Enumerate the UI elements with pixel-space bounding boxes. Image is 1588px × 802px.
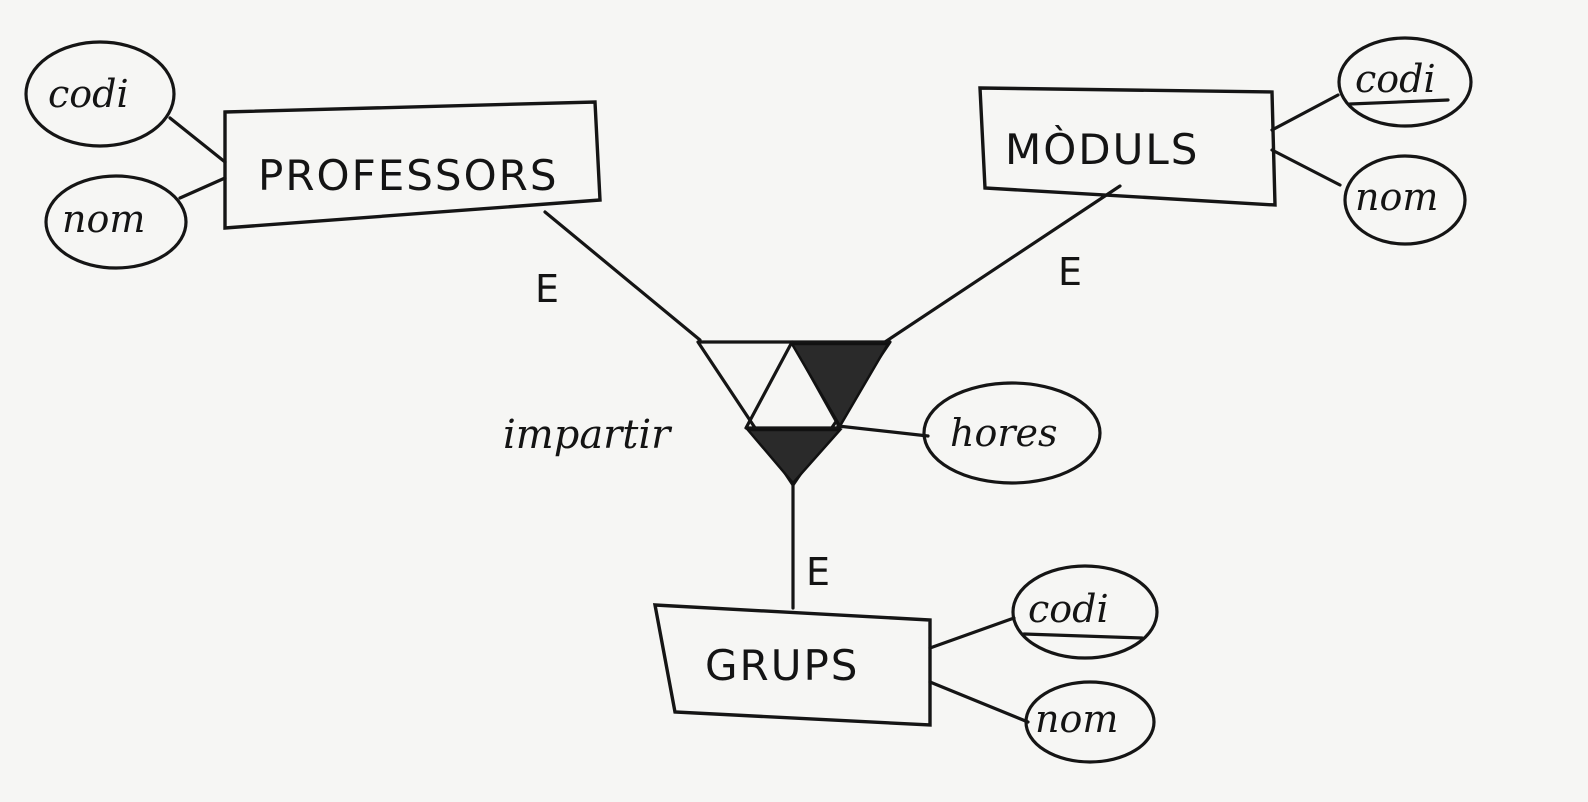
attribute-link <box>928 616 1016 650</box>
entity-grups-box <box>652 603 932 727</box>
attribute-label: nom <box>1035 697 1118 741</box>
relationship-link-moduls <box>883 184 1122 344</box>
attribute-link <box>178 176 227 200</box>
attribute-link <box>836 424 930 438</box>
attribute-grups-codi: codi <box>1011 564 1159 660</box>
attribute-professors-codi: codi <box>24 40 176 148</box>
relationship-impartir: impartir <box>503 184 1122 610</box>
entity-moduls-label: MÒDULS <box>1005 124 1199 174</box>
attribute-label: hores <box>950 411 1058 455</box>
attribute-ellipse <box>1343 154 1467 246</box>
attribute-ellipse <box>44 174 188 270</box>
hatched-corner-grups <box>745 428 843 485</box>
attribute-grups-nom: nom <box>1024 680 1156 764</box>
attribute-relationship-hores: hores <box>922 381 1102 485</box>
entity-moduls: MÒDULS <box>978 86 1277 207</box>
attribute-moduls-nom: nom <box>1343 154 1467 246</box>
primary-key-underline <box>1022 632 1144 640</box>
entity-moduls-box <box>978 86 1277 207</box>
entity-grups-label: GRUPS <box>705 641 859 690</box>
attribute-link <box>1270 148 1342 187</box>
entity-professors-box <box>223 100 602 230</box>
attribute-professors-nom: nom <box>44 174 188 270</box>
attribute-ellipse <box>922 381 1102 485</box>
attribute-link <box>168 116 227 164</box>
attribute-ellipse <box>1337 36 1473 128</box>
attribute-label: codi <box>1028 587 1109 631</box>
attribute-link <box>1270 93 1340 132</box>
attribute-label: nom <box>62 197 145 241</box>
cardinality-grups: E <box>806 550 830 594</box>
attribute-label: codi <box>48 72 129 116</box>
entity-grups: GRUPS <box>652 603 932 727</box>
cardinality-moduls: E <box>1058 250 1082 294</box>
entity-professors-label: PROFESSORS <box>258 151 559 200</box>
entity-professors: PROFESSORS <box>223 100 602 230</box>
cardinality-professors: E <box>535 267 559 311</box>
attribute-moduls-codi: codi <box>1337 36 1473 128</box>
attribute-ellipse <box>1011 564 1159 660</box>
attribute-ellipse <box>24 40 176 148</box>
relationship-link-professors <box>543 210 702 342</box>
primary-key-underline <box>1348 98 1450 106</box>
attribute-link <box>928 680 1030 724</box>
hatched-corner-moduls <box>789 342 891 429</box>
attribute-label: codi <box>1355 57 1436 101</box>
attribute-label: nom <box>1355 175 1438 219</box>
relationship-label: impartir <box>503 412 673 458</box>
